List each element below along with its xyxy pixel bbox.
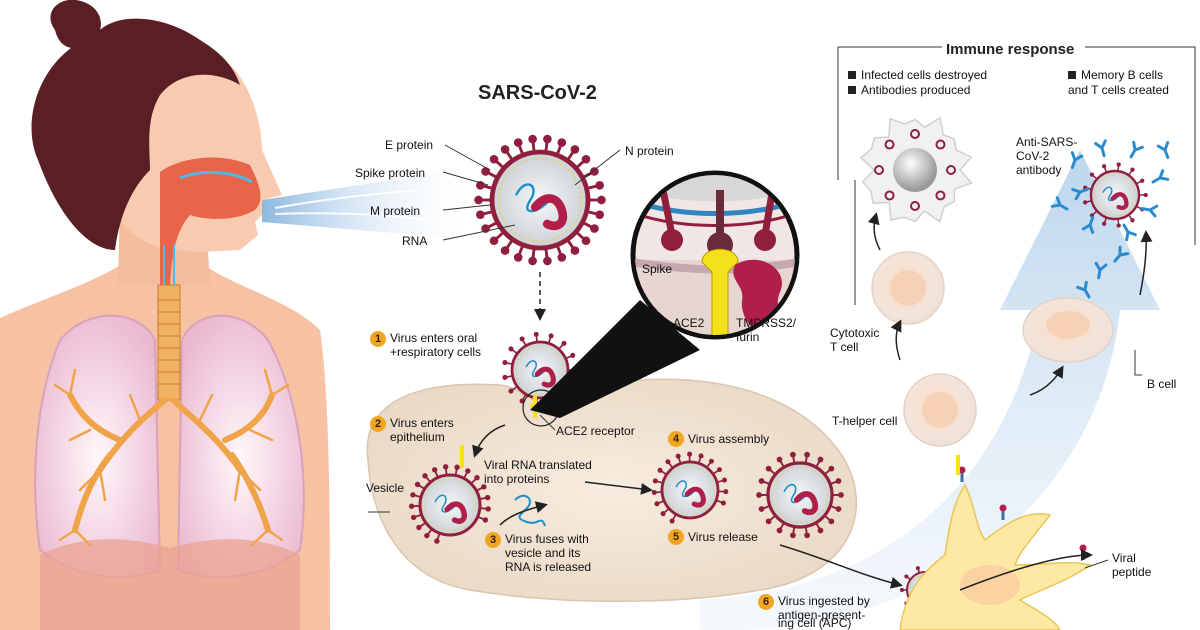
cytotoxic-t-cell-label: Cytotoxic bbox=[830, 326, 880, 340]
virion-assembly bbox=[651, 451, 729, 524]
n-protein-label: N protein bbox=[625, 144, 674, 158]
antibodies bbox=[1050, 139, 1170, 299]
furin-label: furin bbox=[736, 330, 760, 344]
antibody-label-3: antibody bbox=[1016, 163, 1062, 177]
step-2-badge: 2 bbox=[370, 416, 386, 432]
cell-details bbox=[460, 116, 1170, 630]
immune-item-2-text: Antibodies produced bbox=[861, 83, 971, 97]
immune-item-3: Memory B cells bbox=[1068, 68, 1163, 82]
step-3-text-3: RNA is released bbox=[505, 560, 592, 574]
step-3-text-2: vesicle and its bbox=[505, 546, 581, 560]
diagram-title: SARS-CoV-2 bbox=[478, 82, 597, 104]
step-3-text: Virus fuses with bbox=[505, 532, 589, 546]
t-helper-cell bbox=[903, 373, 977, 447]
step-6-text-3: ing cell (APC) bbox=[778, 616, 852, 630]
sars-cov-2-virion-main bbox=[474, 134, 606, 266]
b-cell bbox=[1022, 297, 1114, 363]
immune-item-3-text: Memory B cells bbox=[1081, 68, 1164, 82]
ace2-label: ACE2 bbox=[673, 316, 705, 330]
step-6-badge: 6 bbox=[758, 594, 774, 610]
virion-in-vesicle bbox=[408, 464, 491, 544]
immune-pathway-arrow bbox=[700, 150, 1160, 630]
antibody-label-2: CoV-2 bbox=[1016, 149, 1050, 163]
tmprss2-label: TMPRSS2/ bbox=[736, 316, 797, 330]
label-connectors bbox=[368, 46, 1196, 569]
virion-release bbox=[756, 451, 844, 539]
viral-peptide-label-2: peptide bbox=[1112, 565, 1152, 579]
step-2-text-2: epithelium bbox=[390, 430, 445, 444]
immune-item-2: Antibodies produced bbox=[848, 83, 970, 97]
step-5-text: Virus release bbox=[688, 530, 758, 544]
immune-response-title: Immune response bbox=[944, 41, 1077, 58]
e-protein-label: E protein bbox=[385, 138, 434, 152]
released-rna bbox=[514, 494, 546, 527]
t-helper-cell-label: T-helper cell bbox=[832, 414, 898, 428]
immune-item-1: Infected cells destroyed bbox=[848, 68, 987, 82]
step-6-text: Virus ingested by bbox=[778, 594, 870, 608]
b-cell-label: B cell bbox=[1147, 377, 1177, 391]
ace2-receptor-label: ACE2 receptor bbox=[556, 424, 635, 438]
bullet-square-icon bbox=[848, 86, 856, 94]
m-protein-label: M protein bbox=[370, 204, 421, 218]
step-4-badge: 4 bbox=[668, 431, 684, 447]
step-4-text: Virus assembly bbox=[688, 432, 770, 446]
step-5-badge: 5 bbox=[668, 529, 684, 545]
step-6-text-2: antigen-present- bbox=[778, 608, 866, 622]
spike-label: Spike bbox=[642, 262, 673, 276]
translated-label-2: into proteins bbox=[484, 472, 550, 486]
step-1-badge: 1 bbox=[370, 331, 386, 347]
destroyed-infected-cell bbox=[859, 116, 973, 223]
antibody-label: Anti-SARS- bbox=[1016, 135, 1078, 149]
bullet-square-icon bbox=[848, 71, 856, 79]
human-figure bbox=[0, 0, 478, 630]
virion-with-antibodies bbox=[1083, 162, 1148, 228]
step-3-badge: 3 bbox=[485, 532, 501, 548]
antigen-presenting-cell bbox=[899, 466, 1092, 630]
immune-item-3-line2: and T cells created bbox=[1068, 83, 1169, 97]
rna-label: RNA bbox=[402, 234, 428, 248]
bullet-square-icon bbox=[1068, 71, 1076, 79]
vesicle-label: Vesicle bbox=[366, 481, 405, 495]
step-1-text-2: +respiratory cells bbox=[390, 345, 482, 359]
spike-protein-label: Spike protein bbox=[355, 166, 426, 180]
cytotoxic-t-cell-label-2: T cell bbox=[830, 340, 859, 354]
translated-label: Viral RNA translated bbox=[484, 458, 592, 472]
step-1-text: Virus enters oral bbox=[390, 331, 478, 345]
immune-item-1-text: Infected cells destroyed bbox=[861, 68, 988, 82]
viral-peptide-label: Viral bbox=[1112, 551, 1136, 565]
step-2-text: Virus enters bbox=[390, 416, 454, 430]
process-arrows bbox=[472, 212, 1153, 591]
cytotoxic-t-cell bbox=[871, 251, 945, 325]
